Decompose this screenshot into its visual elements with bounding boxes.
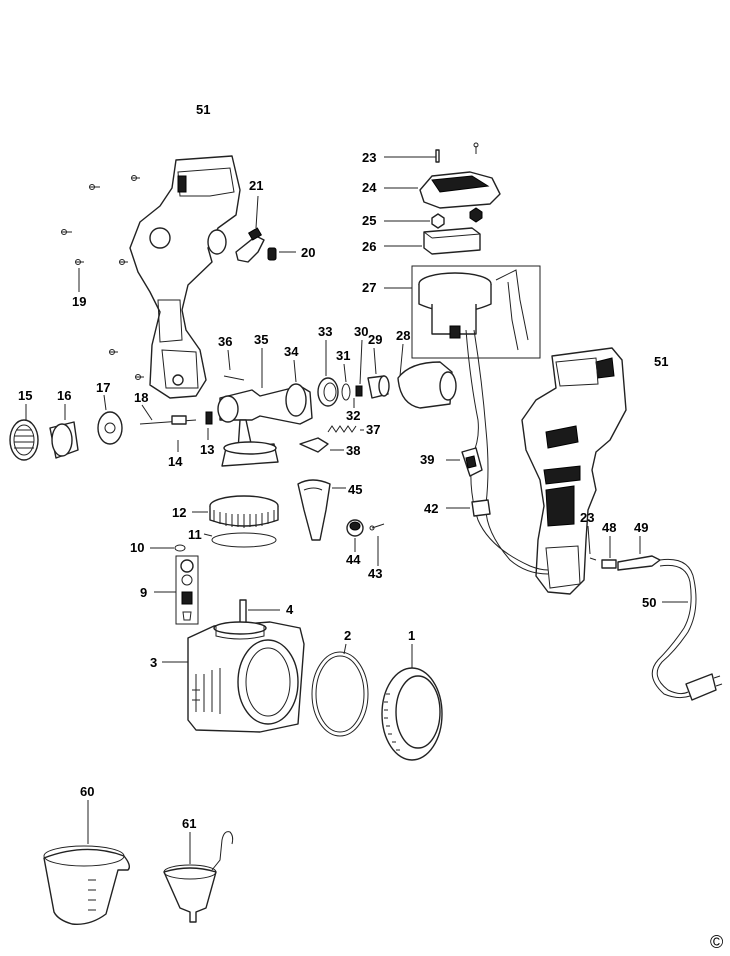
label-14: 14: [168, 454, 183, 469]
label-43: 43: [368, 566, 382, 581]
seal-33: [317, 340, 339, 407]
label-51b: 51: [654, 354, 668, 369]
housing-right-half: [521, 347, 627, 595]
wiring-39-42: [446, 329, 549, 575]
needle-18: [139, 404, 197, 425]
label-38: 38: [346, 443, 360, 458]
ring-10: [150, 544, 186, 552]
spring-20: [267, 247, 296, 261]
label-1: 1: [408, 628, 415, 643]
label-39: 39: [420, 452, 434, 467]
cord-49-50: [617, 536, 723, 701]
label-3: 3: [150, 655, 157, 670]
cover-24: [384, 171, 501, 209]
gasket-2: [311, 643, 369, 737]
cap-29: [367, 347, 390, 399]
label-30: 30: [354, 324, 368, 339]
nozzle-cap-16: [49, 404, 79, 459]
label-4: 4: [286, 602, 294, 617]
label-37: 37: [366, 422, 380, 437]
label-26: 26: [362, 239, 376, 254]
spring-13: [205, 411, 213, 440]
label-2: 2: [344, 628, 351, 643]
label-44: 44: [346, 552, 361, 567]
viscosity-cup-61: [163, 831, 234, 923]
label-11: 11: [188, 527, 202, 542]
pin-36: [223, 349, 245, 381]
label-32: 32: [346, 408, 360, 423]
label-28: 28: [396, 328, 410, 343]
label-25: 25: [362, 213, 376, 228]
label-61: 61: [182, 816, 196, 831]
label-29: 29: [368, 332, 382, 347]
label-49: 49: [634, 520, 648, 535]
label-10: 10: [130, 540, 144, 555]
label-42: 42: [424, 501, 438, 516]
label-17: 17: [96, 380, 110, 395]
pump-body-35: [217, 348, 313, 467]
nozzle-15: [9, 404, 39, 461]
clip-45: [297, 479, 346, 541]
label-13: 13: [200, 442, 214, 457]
label-50: 50: [642, 595, 656, 610]
strain-relief-48: [601, 536, 617, 569]
label-27: 27: [362, 280, 376, 295]
copyright-mark: ©: [710, 932, 723, 952]
ring-12: [192, 495, 279, 528]
measuring-cup-60: [43, 800, 131, 925]
pin-23-right: [587, 525, 597, 561]
label-23a: 23: [362, 150, 376, 165]
motor-27: [384, 265, 541, 359]
screw-43: [369, 523, 385, 566]
motor-cover-28: [397, 343, 457, 409]
label-36: 36: [218, 334, 232, 349]
label-24: 24: [362, 180, 377, 195]
collar-1: [381, 644, 443, 761]
valve-kit-9: [154, 555, 199, 625]
latch-38: [299, 437, 344, 453]
label-19: 19: [72, 294, 86, 309]
label-33: 33: [318, 324, 332, 339]
spray-tip-17: [97, 394, 123, 445]
label-21: 21: [249, 178, 263, 193]
pin-23: [384, 142, 479, 163]
part-labels: 51 21 20 19 23 24 25 26 27 36 35 34 33 3…: [18, 102, 723, 952]
label-12: 12: [172, 505, 186, 520]
knob-44: [346, 519, 364, 552]
label-9: 9: [140, 585, 147, 600]
nuts-25: [384, 207, 483, 229]
label-45: 45: [348, 482, 362, 497]
label-23b: 23: [580, 510, 594, 525]
label-16: 16: [57, 388, 71, 403]
label-34: 34: [284, 344, 299, 359]
label-20: 20: [301, 245, 315, 260]
label-60: 60: [80, 784, 94, 799]
label-31: 31: [336, 348, 350, 363]
filter-26: [384, 227, 481, 255]
label-35: 35: [254, 332, 268, 347]
spring-30: [355, 339, 363, 397]
label-51a: 51: [196, 102, 210, 117]
label-15: 15: [18, 388, 32, 403]
label-18: 18: [134, 390, 148, 405]
label-48: 48: [602, 520, 616, 535]
screws-19: [61, 175, 144, 380]
seal-11: [203, 532, 277, 548]
container-3: [162, 621, 305, 733]
spring-37: [327, 425, 364, 433]
housing-left-half: [129, 155, 241, 399]
trigger-21: [235, 195, 265, 263]
ring-31: [341, 363, 351, 401]
